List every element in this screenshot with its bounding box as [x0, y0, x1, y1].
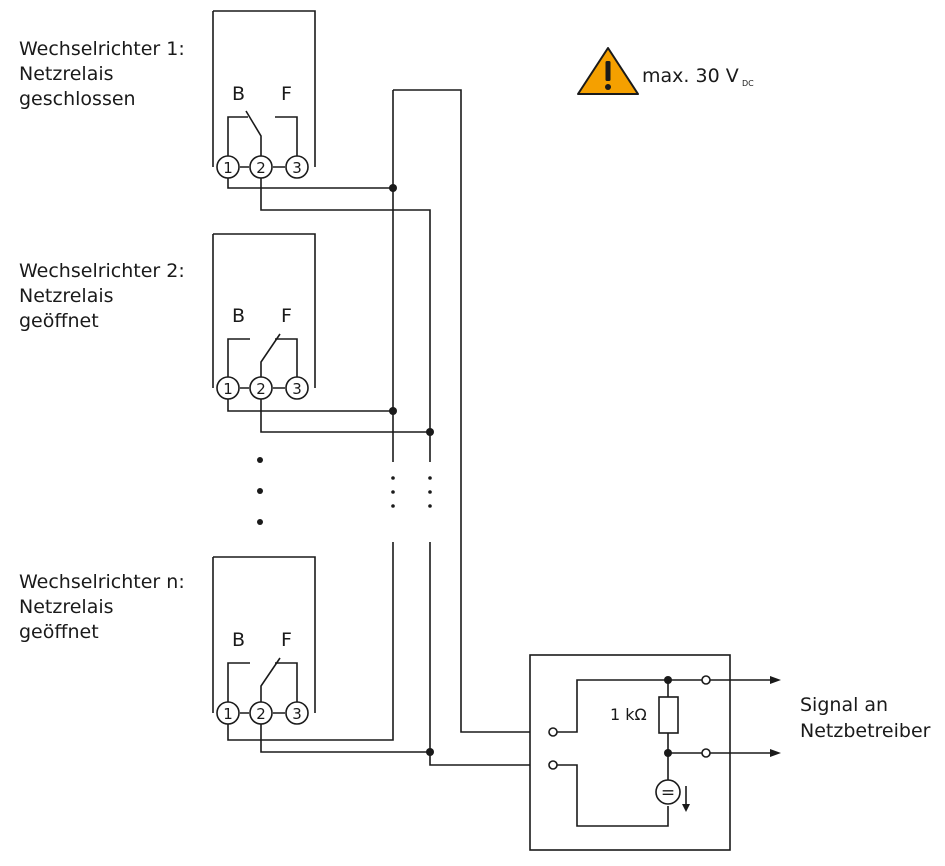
inverter-1-name: Wechselrichter 1:: [19, 38, 185, 60]
input-terminal-2: [548, 760, 558, 770]
inverter-2-terminal-3-label: 3: [292, 380, 302, 398]
inv1-t2-to-bus: [260, 178, 431, 462]
junction-dot: [389, 184, 397, 192]
inverter-1-terminal-3: [285, 155, 309, 179]
inverter-1-terminal-1-label: 1: [223, 159, 233, 177]
inverter-2-terminal-3: [285, 376, 309, 400]
ellipsis-inverters: [257, 457, 263, 525]
inverter-n-terminal-3-label: 3: [292, 705, 302, 723]
inverter-2-contact-b: B: [232, 305, 245, 327]
inverter-n-b-line: [227, 662, 250, 702]
ellipsis-bus-t2: [428, 476, 432, 508]
inverter-n-contact-b: B: [232, 629, 245, 651]
inverter-2-b-line: [227, 338, 250, 377]
inverter-2-block: B F 1 2 3: [212, 233, 316, 400]
bus-wiring: [227, 89, 549, 766]
inverter-n-terminal-1-label: 1: [223, 705, 233, 723]
evaluation-unit: 1 kΩ =: [529, 654, 781, 851]
inverter-2-name: Wechselrichter 2:: [19, 260, 185, 282]
output-terminal-2: [701, 748, 711, 758]
inverter-n-label: Wechselrichter n: Netzrelais geöffnet: [19, 570, 185, 645]
invn-t2-to-bus: [260, 724, 430, 753]
inverter-2-f-line: [275, 338, 298, 377]
warning-triangle-icon: [577, 47, 639, 95]
inverter-1-block: B F 1 2 3: [212, 10, 316, 179]
resistor-symbol: [658, 696, 679, 734]
resistor-label: 1 kΩ: [610, 705, 647, 724]
current-direction-arrowhead: [682, 804, 690, 812]
inverter-2-relay: Netzrelais: [19, 285, 114, 307]
warning-text: max. 30 V: [642, 65, 739, 87]
inverter-n-state: geöffnet: [19, 621, 99, 643]
internal-lower-line: [557, 764, 669, 827]
inverter-1-relay: Netzrelais: [19, 63, 114, 85]
inverter-n-terminal-3: [285, 701, 309, 725]
inverter-1-housing: [212, 10, 316, 167]
inverter-n-block: B F 1 2 3: [212, 556, 316, 725]
bus-t1-feed-loop: [393, 89, 549, 733]
internal-upper-line: [557, 679, 668, 733]
inverter-1-contact-f: F: [281, 83, 292, 105]
inverter-n-f-line: [275, 662, 298, 702]
inverter-1-contact-b: B: [232, 83, 245, 105]
inverter-1-state: geschlossen: [19, 88, 136, 110]
inverter-n-switch-arm: [260, 657, 281, 702]
output-terminal-1: [701, 675, 711, 685]
bus-t2-lower: [429, 542, 549, 766]
junction-dot: [426, 748, 434, 756]
inverter-n-name: Wechselrichter n:: [19, 571, 185, 593]
inverter-n-terminal-2-label: 2: [256, 705, 266, 723]
current-source-sign: =: [661, 783, 675, 803]
inverter-1-terminal-2-label: 2: [256, 159, 266, 177]
inverter-1-f-line: [275, 116, 298, 156]
warning-note: max. 30 V DC: [577, 47, 754, 95]
inverter-2-label: Wechselrichter 2: Netzrelais geöffnet: [19, 259, 185, 334]
inverter-n-relay: Netzrelais: [19, 596, 114, 618]
output-arrow-2: [770, 749, 781, 757]
inverter-n-housing: [212, 556, 316, 713]
inverter-2-state: geöffnet: [19, 310, 99, 332]
junction-dot: [426, 428, 434, 436]
inverter-1-terminal-3-label: 3: [292, 159, 302, 177]
signal-output-line1: Signal an: [800, 694, 889, 716]
signal-output-line2: Netzbetreiber: [800, 720, 931, 742]
ellipsis-bus-t1: [391, 476, 395, 508]
inv2-t1-to-bus: [227, 399, 393, 412]
inverter-n-contact-f: F: [281, 629, 292, 651]
input-terminal-1: [548, 727, 558, 737]
inverter-1-label: Wechselrichter 1: Netzrelais geschlossen: [19, 37, 185, 112]
inverter-1-switch-arm: [245, 110, 262, 156]
inverter-2-contact-f: F: [281, 305, 292, 327]
inverter-2-housing: [212, 233, 316, 388]
invn-t1-to-bus: [227, 542, 394, 741]
inv2-t2-to-bus: [260, 399, 430, 433]
output-arrow-1: [770, 676, 781, 684]
inverter-1-b-line: [227, 116, 248, 156]
junction-dot: [389, 407, 397, 415]
inverter-2-switch-arm: [260, 333, 281, 377]
inv1-t1-to-bus: [227, 178, 393, 189]
current-source-symbol: [655, 779, 681, 805]
warning-subscript: DC: [742, 79, 754, 88]
inverter-2-terminal-2-label: 2: [256, 380, 266, 398]
inverter-2-terminal-1-label: 1: [223, 380, 233, 398]
signal-output-label: Signal an Netzbetreiber: [800, 692, 930, 744]
